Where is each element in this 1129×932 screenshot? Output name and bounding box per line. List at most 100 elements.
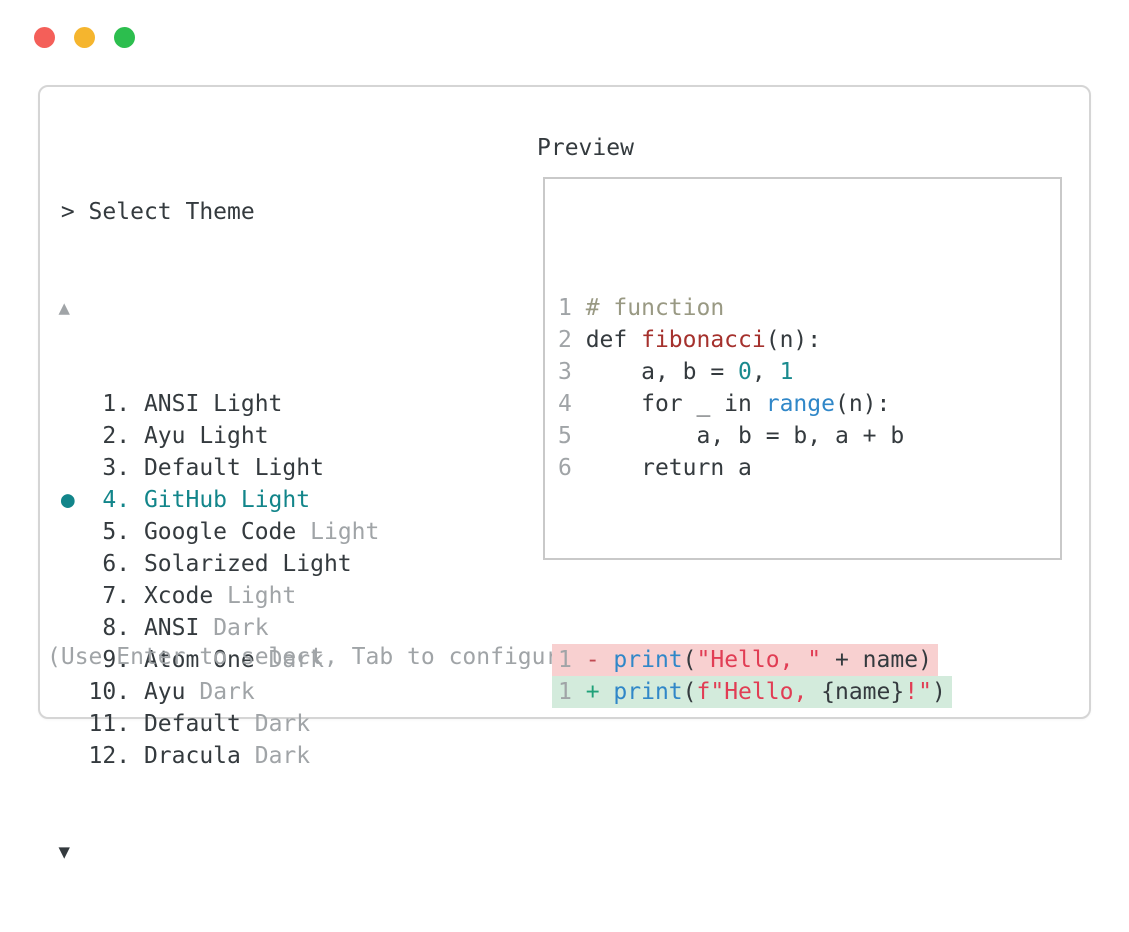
item-number: 6.: [88, 551, 144, 577]
item-marker: [47, 711, 89, 737]
item-gap: [296, 519, 310, 545]
code-segment: a, b =: [585, 359, 739, 385]
item-name: ANSI: [143, 615, 200, 641]
item-name: ANSI Light: [143, 391, 283, 417]
item-gap: [241, 711, 255, 737]
code-segment: 0: [738, 359, 752, 385]
theme-item-12[interactable]: 12. Dracula Dark: [47, 740, 379, 772]
item-name-suffix: Light: [227, 583, 297, 609]
item-name: Ayu Light: [143, 423, 269, 449]
code-segment: !": [904, 679, 932, 705]
item-marker: [47, 519, 89, 545]
select-theme-prompt: > Select Theme: [47, 196, 379, 228]
theme-item-3[interactable]: 3. Default Light: [47, 452, 379, 484]
code-segment: def: [585, 327, 642, 353]
item-gap: [185, 679, 199, 705]
scroll-down-icon[interactable]: ▼: [58, 841, 70, 863]
item-number: 3.: [88, 455, 144, 481]
line-number: 5: [558, 423, 586, 449]
code-segment: range: [765, 391, 835, 417]
theme-picker-window: > Select Theme ▲ 1. ANSI Light 2. Ayu Li…: [38, 85, 1091, 863]
selected-bullet-icon: ●: [47, 487, 89, 513]
diff-line-added: 1 + print(f"Hello, {name}!"): [552, 676, 952, 708]
item-marker: [47, 583, 89, 609]
code-line: 4 for _ in range(n):: [558, 388, 952, 420]
item-number: 2.: [88, 423, 144, 449]
theme-list: > Select Theme ▲ 1. ANSI Light 2. Ayu Li…: [47, 132, 379, 932]
line-number: 3: [558, 359, 586, 385]
theme-item-9[interactable]: 9. Atom One Dark: [47, 644, 379, 676]
diff-minus-sign: -: [585, 647, 614, 673]
code-segment: ): [931, 679, 946, 705]
item-marker: [47, 743, 89, 769]
code-segment: 1: [779, 359, 794, 385]
code-segment: fibonacci: [641, 327, 766, 353]
code-segment: a, b = b, a + b: [585, 423, 905, 449]
item-number: 5.: [88, 519, 144, 545]
theme-item-7[interactable]: 7. Xcode Light: [47, 580, 379, 612]
item-name: Xcode: [143, 583, 214, 609]
theme-item-6[interactable]: 6. Solarized Light: [47, 548, 379, 580]
blank-line: [558, 548, 952, 580]
item-number: 4.: [88, 487, 144, 513]
code-segment: (: [682, 679, 697, 705]
item-name-suffix: Dark: [213, 615, 269, 641]
code-segment: (: [682, 647, 697, 673]
item-gap: [213, 583, 227, 609]
diff-highlight-removed: 1 - print("Hello, " + name): [552, 644, 938, 676]
item-name: Atom One: [143, 647, 255, 673]
item-name-suffix: Dark: [254, 711, 311, 737]
theme-item-11[interactable]: 11. Default Dark: [47, 708, 379, 740]
theme-item-4[interactable]: ● 4. GitHub Light: [47, 484, 379, 516]
code-line: 6 return a: [558, 452, 952, 484]
line-number: 2: [558, 327, 586, 353]
item-number: 11.: [88, 711, 144, 737]
minimize-button-icon[interactable]: [74, 27, 95, 48]
code-line: 3 a, b = 0, 1: [558, 356, 952, 388]
item-name: Solarized Light: [143, 551, 352, 577]
item-name: Google Code: [143, 519, 297, 545]
close-button-icon[interactable]: [34, 27, 55, 48]
code-segment: (n):: [765, 327, 822, 353]
item-name: GitHub Light: [143, 487, 311, 513]
theme-item-5[interactable]: 5. Google Code Light: [47, 516, 379, 548]
theme-item-10[interactable]: 10. Ayu Dark: [47, 676, 379, 708]
item-name: Default: [143, 711, 241, 737]
theme-item-2[interactable]: 2. Ayu Light: [47, 420, 379, 452]
item-number: 1.: [88, 391, 144, 417]
code-segment: f"Hello,: [696, 679, 822, 705]
item-gap: [241, 743, 255, 769]
code-segment: # function: [585, 295, 725, 321]
item-number: 12.: [88, 743, 144, 769]
line-number: 1: [558, 647, 586, 673]
diff-line-removed: 1 - print("Hello, " + name): [552, 644, 952, 676]
theme-item-1[interactable]: 1. ANSI Light: [47, 388, 379, 420]
maximize-button-icon[interactable]: [114, 27, 135, 48]
item-name-suffix: Dark: [199, 679, 255, 705]
item-name-suffix: Light: [310, 519, 380, 545]
code-segment: print: [613, 647, 683, 673]
item-marker: [47, 615, 89, 641]
scroll-up-icon[interactable]: ▲: [58, 297, 70, 319]
item-name-suffix: Dark: [254, 743, 311, 769]
item-gap: [199, 615, 213, 641]
code-line: 2 def fibonacci(n):: [558, 324, 952, 356]
line-number: 6: [558, 455, 586, 481]
theme-item-8[interactable]: 8. ANSI Dark: [47, 612, 379, 644]
code-segment: print: [613, 679, 683, 705]
item-marker: [47, 391, 89, 417]
item-name: Default Light: [143, 455, 324, 481]
code-segment: "Hello, ": [696, 647, 822, 673]
diff-highlight-added: 1 + print(f"Hello, {name}!"): [552, 676, 952, 708]
line-number: 1: [558, 679, 586, 705]
item-number: 7.: [88, 583, 144, 609]
item-marker: [47, 423, 89, 449]
code-line: 5 a, b = b, a + b: [558, 420, 952, 452]
item-number: 8.: [88, 615, 144, 641]
code-segment: return a: [585, 455, 752, 481]
line-number: 1: [558, 295, 586, 321]
code-segment: for _ in: [585, 391, 766, 417]
